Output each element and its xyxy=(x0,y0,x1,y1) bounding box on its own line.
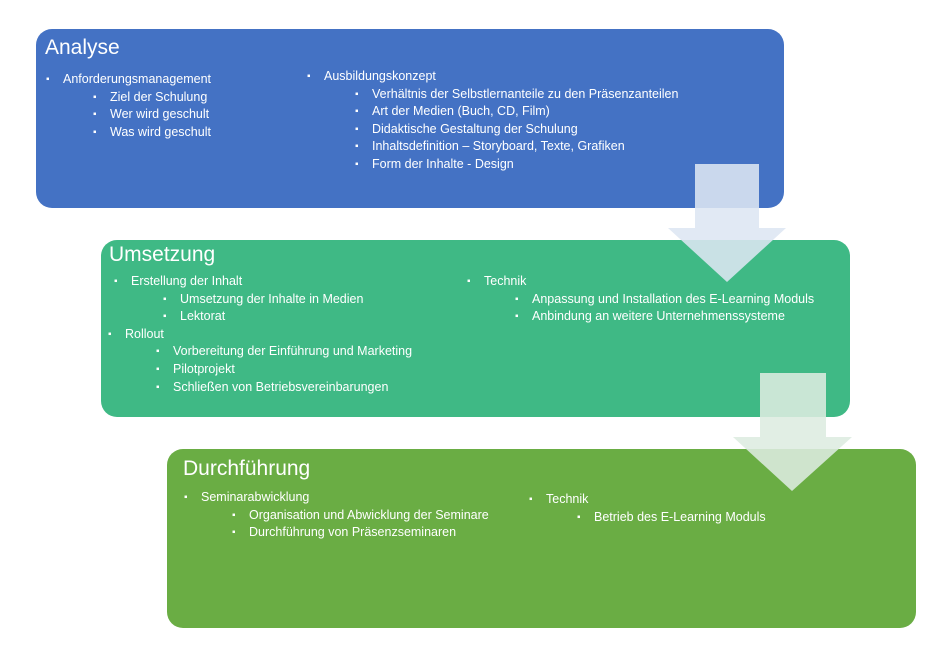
sub-item: Wer wird geschult xyxy=(93,106,211,124)
list-item-technik: Technik Betrieb des E-Learning Moduls xyxy=(529,491,766,527)
stage-durchfuehrung: Durchführung Seminarabwicklung Organisat… xyxy=(167,449,916,628)
item-label: Seminarabwicklung xyxy=(201,490,310,504)
durchfuehrung-column-1: Seminarabwicklung Organisation und Abwic… xyxy=(184,489,489,542)
stage-umsetzung: Umsetzung Erstellung der Inhalt Umsetzun… xyxy=(101,240,850,417)
list-item-seminarabwicklung: Seminarabwicklung Organisation und Abwic… xyxy=(184,489,489,542)
item-label: Technik xyxy=(546,492,589,506)
sub-item: Was wird geschult xyxy=(93,124,211,142)
sub-item: Inhaltsdefinition – Storyboard, Texte, G… xyxy=(355,138,678,156)
stage-title-durchfuehrung: Durchführung xyxy=(183,457,311,480)
stage-title-analyse: Analyse xyxy=(45,36,120,59)
sub-item: Didaktische Gestaltung der Schulung xyxy=(355,121,678,139)
list-item-erstellung: Erstellung der Inhalt Umsetzung der Inha… xyxy=(114,273,412,326)
sub-item: Ziel der Schulung xyxy=(93,89,211,107)
sub-item: Durchführung von Präsenzseminaren xyxy=(232,524,489,542)
stage-analyse: Analyse Anforderungsmanagement Ziel der … xyxy=(36,29,784,208)
item-label: Ausbildungskonzept xyxy=(324,69,436,83)
analyse-column-1: Anforderungsmanagement Ziel der Schulung… xyxy=(46,71,212,142)
sub-item: Schließen von Betriebsvereinbarungen xyxy=(156,379,412,397)
durchfuehrung-column-2: Technik Betrieb des E-Learning Moduls xyxy=(529,491,766,527)
item-label: Erstellung der Inhalt xyxy=(131,274,243,288)
item-label: Technik xyxy=(484,274,527,288)
sub-item: Lektorat xyxy=(163,308,412,326)
umsetzung-column-2: Technik Anpassung und Installation des E… xyxy=(467,273,814,326)
sub-item: Vorbereitung der Einführung und Marketin… xyxy=(156,343,412,361)
item-label: Anforderungsmanagement xyxy=(63,72,212,86)
stage-title-umsetzung: Umsetzung xyxy=(109,243,216,266)
list-item-ausbildungskonzept: Ausbildungskonzept Verhältnis der Selbst… xyxy=(307,68,678,174)
sub-item: Betrieb des E-Learning Moduls xyxy=(577,509,766,527)
sub-item: Art der Medien (Buch, CD, Film) xyxy=(355,103,678,121)
sub-item: Pilotprojekt xyxy=(156,361,412,379)
sub-item: Umsetzung der Inhalte in Medien xyxy=(163,291,412,309)
list-item-anforderungsmanagement: Anforderungsmanagement Ziel der Schulung… xyxy=(46,71,212,142)
sub-item: Organisation und Abwicklung der Seminare xyxy=(232,507,489,525)
sub-item: Anpassung und Installation des E-Learnin… xyxy=(515,291,814,309)
analyse-column-2: Ausbildungskonzept Verhältnis der Selbst… xyxy=(307,68,678,174)
list-item-rollout: Rollout Vorbereitung der Einführung und … xyxy=(108,326,412,397)
sub-item: Verhältnis der Selbstlernanteile zu den … xyxy=(355,86,678,104)
sub-item: Anbindung an weitere Unternehmenssysteme xyxy=(515,308,814,326)
list-item-technik: Technik Anpassung und Installation des E… xyxy=(467,273,814,326)
umsetzung-column-1: Erstellung der Inhalt Umsetzung der Inha… xyxy=(108,273,412,396)
item-label: Rollout xyxy=(125,326,164,341)
sub-item: Form der Inhalte - Design xyxy=(355,156,678,174)
